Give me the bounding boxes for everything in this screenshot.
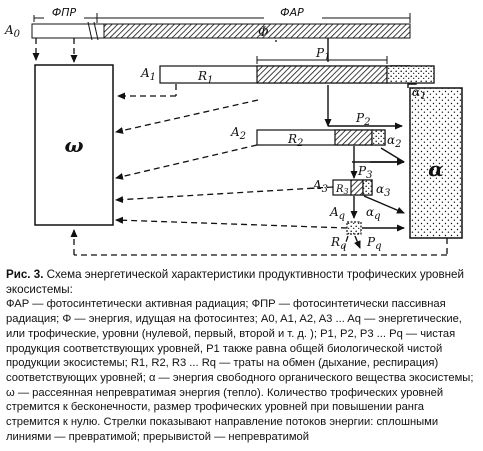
- a2-bar: [256, 129, 386, 146]
- fpr-label: ФПР: [52, 6, 77, 19]
- nonconvertible-flows: [32, 38, 448, 256]
- p2-label: P2: [355, 111, 370, 128]
- phi-label: Φ: [258, 25, 269, 40]
- caption-body: ФАР — фотосинтетически активная радиация…: [6, 298, 474, 443]
- figure-label: Рис. 3.: [6, 268, 44, 281]
- pq-label: Pq: [366, 235, 381, 252]
- a3-bar: [332, 179, 373, 196]
- omega-label: ω: [64, 133, 83, 157]
- alpha-label: α: [428, 157, 443, 181]
- alpha3-label: α3: [376, 182, 390, 199]
- r3-label: R3: [335, 184, 349, 196]
- caption-title-text: Схема энергетической характеристики прод…: [6, 268, 464, 296]
- alphaq-label: αq: [366, 205, 381, 222]
- aq-label: Aq: [329, 205, 345, 222]
- caption-title: Рис. 3. Схема энергетической характерист…: [6, 268, 478, 297]
- p1-label: P1: [315, 46, 330, 63]
- p3-label: P3: [357, 164, 372, 181]
- r2-label: R2: [287, 132, 303, 149]
- energy-flow-diagram: ФПР ФАР A0 Φ ω α A1 R1 P1: [4, 6, 463, 256]
- a1-bar: [159, 65, 435, 84]
- alpha-box: [409, 87, 463, 239]
- alpha1-label: α1: [412, 85, 426, 102]
- a0-bar: [31, 21, 411, 41]
- far-label: ФАР: [280, 6, 304, 19]
- rq-label: Rq: [330, 235, 346, 252]
- convertible-flows: [324, 38, 417, 249]
- omega-box: [34, 64, 114, 226]
- a3-label: A3: [312, 178, 328, 195]
- r1-label: R1: [197, 69, 213, 86]
- a1-label: A1: [140, 66, 156, 83]
- figure-caption: Рис. 3. Схема энергетической характерист…: [6, 268, 478, 444]
- alpha2-label: α2: [387, 133, 401, 150]
- aq-bar: [346, 221, 362, 235]
- a0-label: A0: [4, 23, 21, 40]
- a2-label: A2: [230, 125, 246, 142]
- radiation-bracket: [33, 13, 411, 23]
